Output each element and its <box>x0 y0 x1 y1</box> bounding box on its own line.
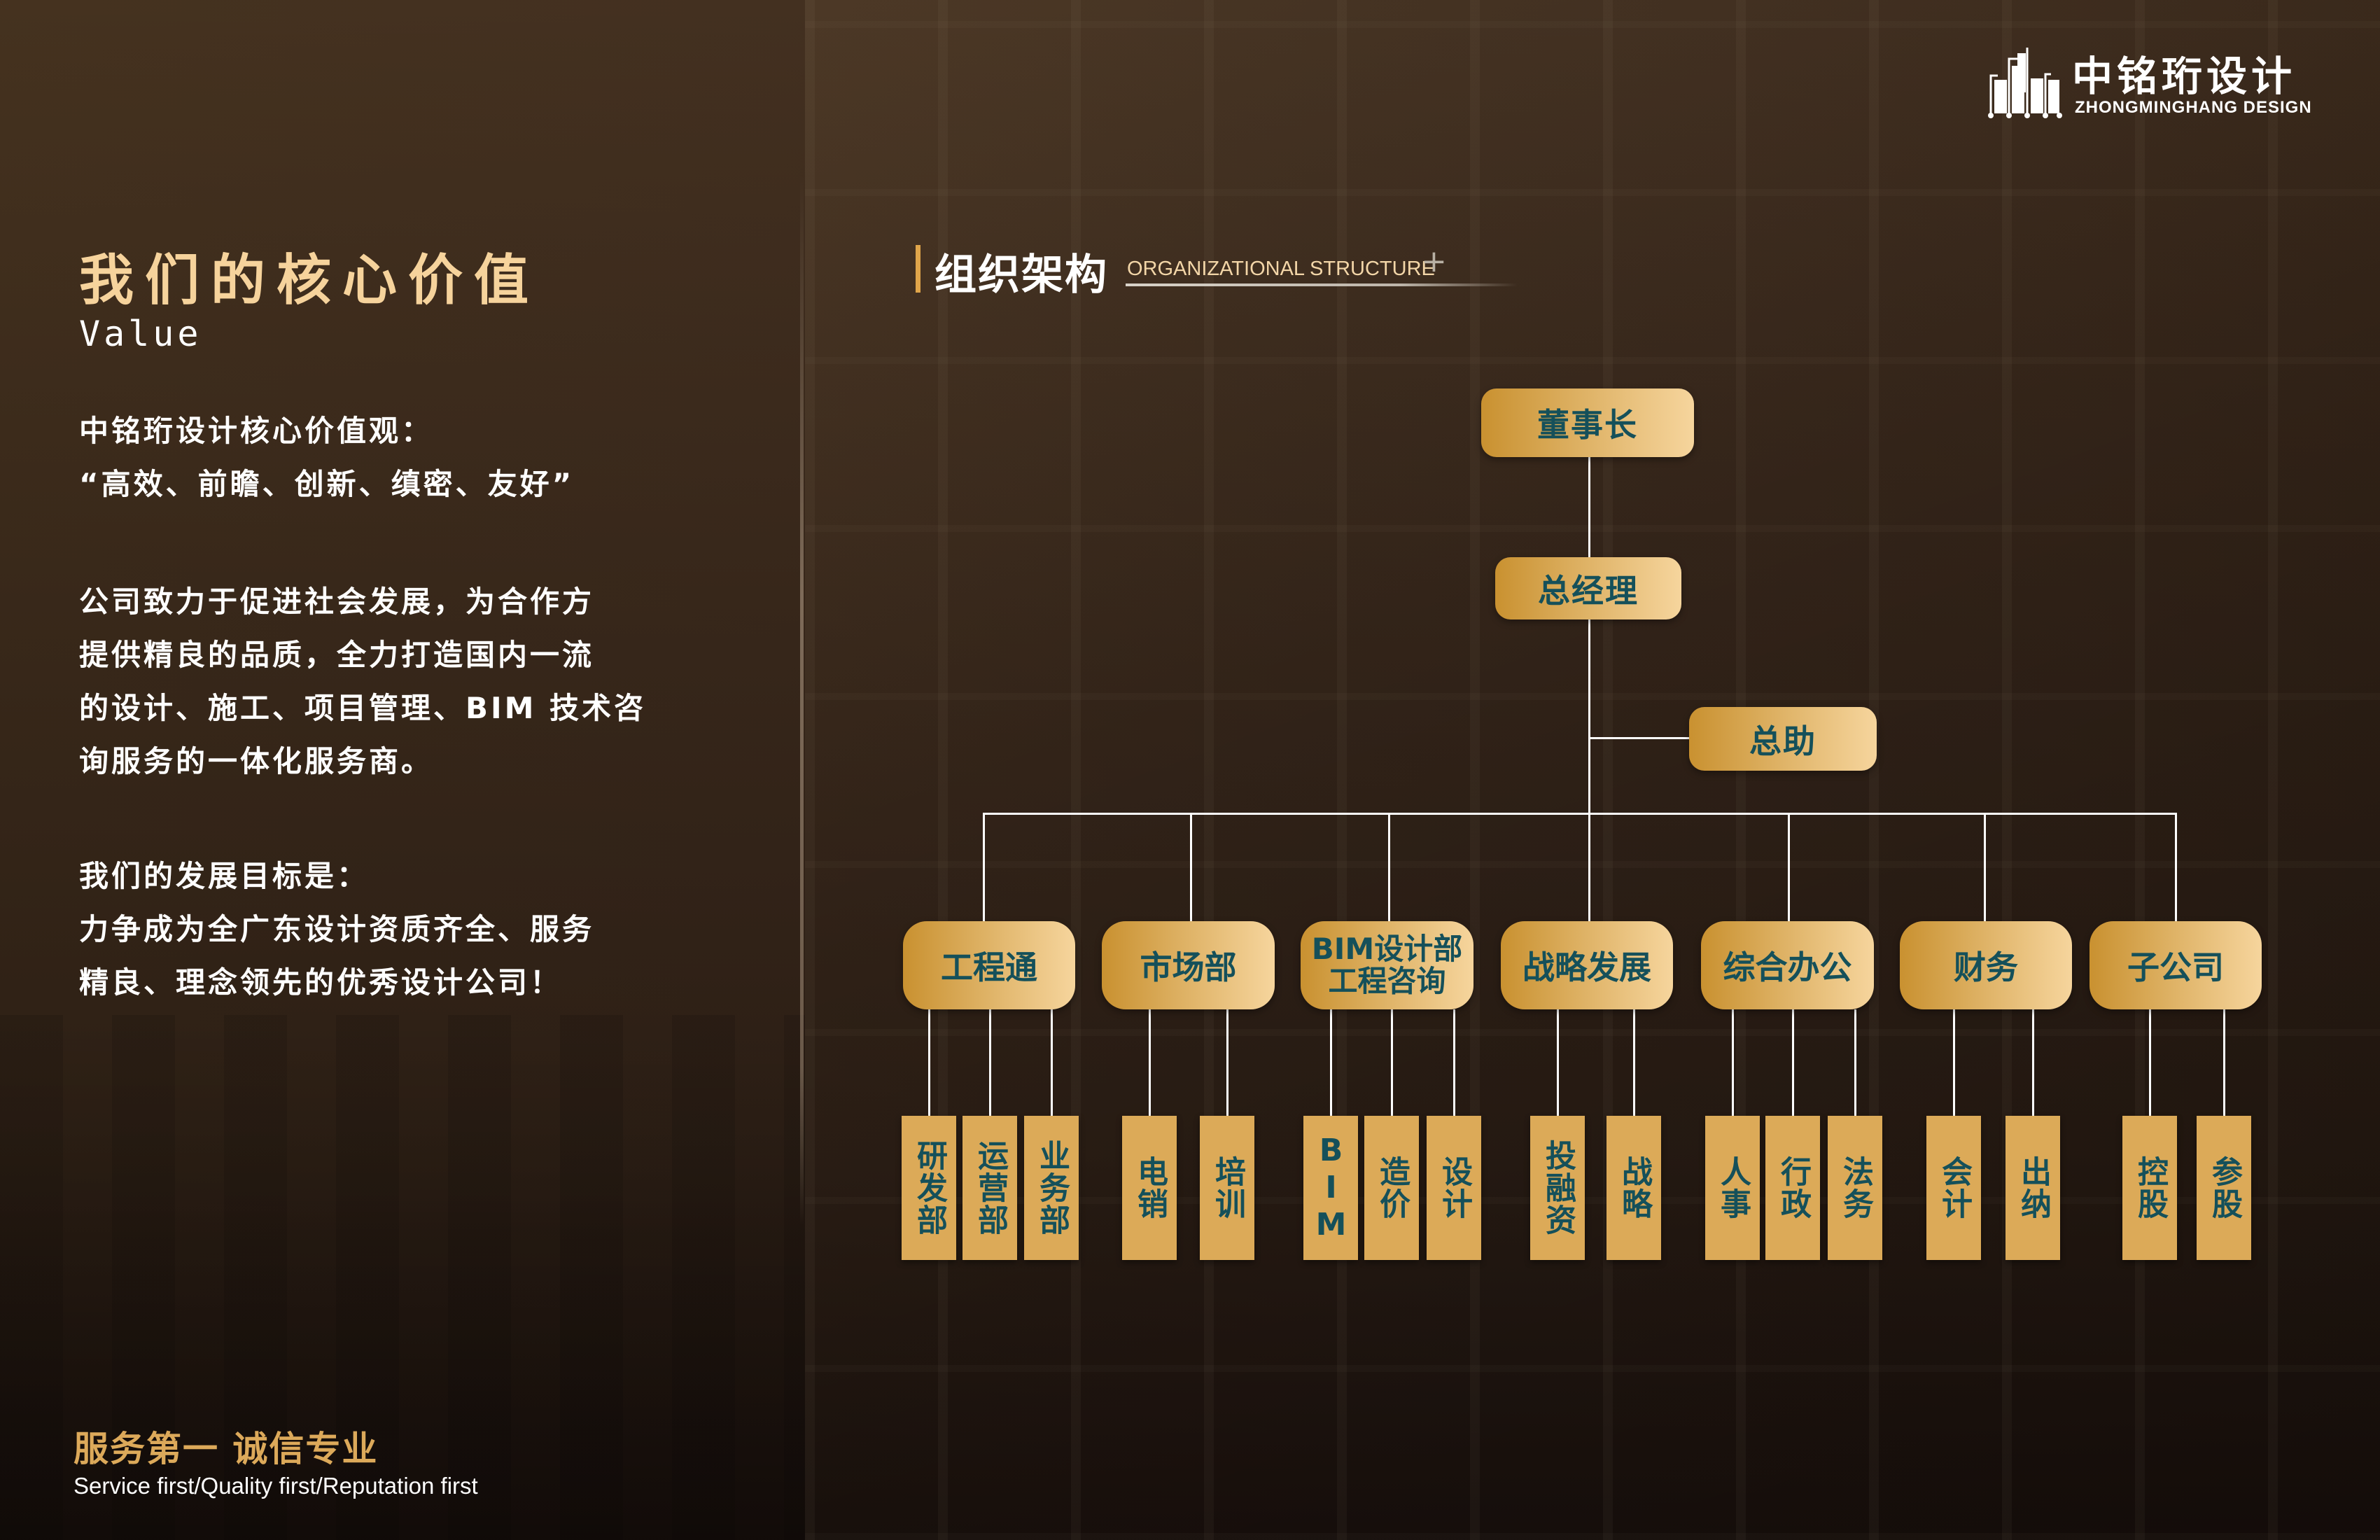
slogan-en: Service first/Quality first/Reputation f… <box>74 1473 478 1499</box>
unit-holding[interactable]: 控股 <box>2122 1116 2177 1260</box>
unit-legal[interactable]: 法务 <box>1828 1116 1882 1260</box>
unit-cost[interactable]: 造价 <box>1364 1116 1419 1260</box>
unit-administration[interactable]: 行政 <box>1765 1116 1820 1260</box>
slogan-cn: 服务第一 诚信专业 <box>74 1429 379 1469</box>
connector-unit <box>1633 1009 1635 1116</box>
dept-label: 市场部 <box>1140 948 1237 986</box>
connector-unit <box>1226 1009 1228 1116</box>
values-paragraph: 中铭珩设计核心价值观： “高效、前瞻、创新、缜密、友好” <box>79 405 574 511</box>
dept-marketing[interactable]: 市场部 <box>1102 921 1275 1009</box>
connector-unit <box>928 1009 930 1116</box>
dept-label: 综合办公 <box>1723 948 1852 986</box>
dept-label: 战略发展 <box>1522 948 1651 986</box>
connector-dept <box>1984 813 1986 921</box>
connector-unit <box>1391 1009 1393 1116</box>
org-node-label: 董事长 <box>1537 406 1638 444</box>
connector-unit <box>2223 1009 2225 1116</box>
dept-label: 财务 <box>1954 948 2018 986</box>
unit-telesales[interactable]: 电销 <box>1122 1116 1177 1260</box>
unit-bim[interactable]: BIM <box>1303 1116 1358 1260</box>
brand-name-cn: 中铭珩设计 <box>2072 52 2297 100</box>
org-node-general-manager[interactable]: 总经理 <box>1495 557 1681 620</box>
goal-line: 精良、理念领先的优秀设计公司！ <box>79 965 563 1000</box>
goal-line: 力争成为全广东设计资质齐全、服务 <box>79 912 595 946</box>
brand-logo: 中铭珩设计 ZHONGMINGHANG DESIGN <box>1987 43 2323 120</box>
unit-accounting[interactable]: 会计 <box>1926 1116 1981 1260</box>
core-value-title: 我们的核心价值 <box>79 249 540 312</box>
connector-unit <box>1330 1009 1332 1116</box>
unit-rnd[interactable]: 研发部 <box>902 1116 956 1260</box>
dept-label-line2: 工程咨询 <box>1328 964 1446 998</box>
connector-unit <box>1792 1009 1794 1116</box>
panel-divider <box>800 175 804 1225</box>
connector-dept <box>2175 813 2177 921</box>
connector-unit <box>2149 1009 2151 1116</box>
dept-bim-design-consulting[interactable]: BIM设计部 工程咨询 <box>1301 921 1474 1009</box>
connector-unit <box>989 1009 991 1116</box>
connector-dept <box>1388 813 1390 921</box>
dept-general-office[interactable]: 综合办公 <box>1701 921 1874 1009</box>
org-node-label: 总助 <box>1749 722 1816 760</box>
org-node-chairman[interactable]: 董事长 <box>1481 388 1694 457</box>
connector-unit <box>1732 1009 1734 1116</box>
mission-line: 提供精良的品质，全力打造国内一流 <box>79 638 595 672</box>
dept-label: 工程通 <box>941 948 1037 986</box>
dept-label-line1: BIM设计部 <box>1311 932 1463 966</box>
unit-equity-participation[interactable]: 参股 <box>2197 1116 2251 1260</box>
connector-unit <box>1453 1009 1455 1116</box>
building-background-image <box>805 0 2380 1540</box>
unit-training[interactable]: 培训 <box>1200 1116 1254 1260</box>
dept-finance[interactable]: 财务 <box>1900 921 2072 1009</box>
connector-unit <box>1557 1009 1559 1116</box>
connector-dept <box>1788 813 1790 921</box>
values-list: “高效、前瞻、创新、缜密、友好” <box>79 467 575 501</box>
unit-business[interactable]: 业务部 <box>1024 1116 1079 1260</box>
connector-dept <box>983 813 985 921</box>
connector-dept <box>1588 813 1590 921</box>
mission-paragraph: 公司致力于促进社会发展，为合作方 提供精良的品质，全力打造国内一流 的设计、施工… <box>79 575 646 788</box>
brand-name-en: ZHONGMINGHANG DESIGN <box>2075 98 2312 117</box>
dept-strategy-development[interactable]: 战略发展 <box>1501 921 1673 1009</box>
mission-line: 的设计、施工、项目管理、BIM 技术咨 <box>79 691 647 725</box>
connector-unit <box>1953 1009 1955 1116</box>
unit-investment-financing[interactable]: 投融资 <box>1530 1116 1585 1260</box>
connector-dept-bar <box>983 813 2177 815</box>
unit-cashier[interactable]: 出纳 <box>2005 1116 2060 1260</box>
dept-engineering-link[interactable]: 工程通 <box>903 921 1075 1009</box>
building-bars-icon <box>1988 48 2062 118</box>
values-heading: 中铭珩设计核心价值观： <box>79 414 434 448</box>
connector-dept <box>1190 813 1192 921</box>
section-accent-bar <box>916 245 920 293</box>
mission-line: 询服务的一体化服务商。 <box>79 744 434 778</box>
connector-assistant <box>1589 737 1689 739</box>
org-node-assistant[interactable]: 总助 <box>1689 707 1877 771</box>
city-skyline-background <box>0 1015 805 1540</box>
connector-unit <box>2032 1009 2034 1116</box>
connector-unit <box>1051 1009 1053 1116</box>
unit-design[interactable]: 设计 <box>1427 1116 1481 1260</box>
dept-subsidiaries[interactable]: 子公司 <box>2090 921 2262 1009</box>
connector-main-vertical <box>1588 457 1590 814</box>
dept-label: 子公司 <box>2127 948 2224 986</box>
plus-icon: + <box>1421 244 1447 279</box>
section-underline <box>1126 284 1518 286</box>
unit-operations[interactable]: 运营部 <box>962 1116 1017 1260</box>
core-value-subtitle: Value <box>79 314 202 354</box>
unit-hr[interactable]: 人事 <box>1705 1116 1760 1260</box>
mission-line: 公司致力于促进社会发展，为合作方 <box>79 584 595 619</box>
goal-paragraph: 我们的发展目标是： 力争成为全广东设计资质齐全、服务 精良、理念领先的优秀设计公… <box>79 850 594 1009</box>
section-title-en: ORGANIZATIONAL STRUCTURE <box>1127 258 1435 280</box>
connector-unit <box>1854 1009 1856 1116</box>
section-title: 组织架构 <box>934 251 1108 300</box>
goal-heading: 我们的发展目标是： <box>79 859 370 893</box>
org-node-label: 总经理 <box>1538 571 1639 610</box>
unit-strategy[interactable]: 战略 <box>1606 1116 1661 1260</box>
connector-unit <box>1149 1009 1151 1116</box>
